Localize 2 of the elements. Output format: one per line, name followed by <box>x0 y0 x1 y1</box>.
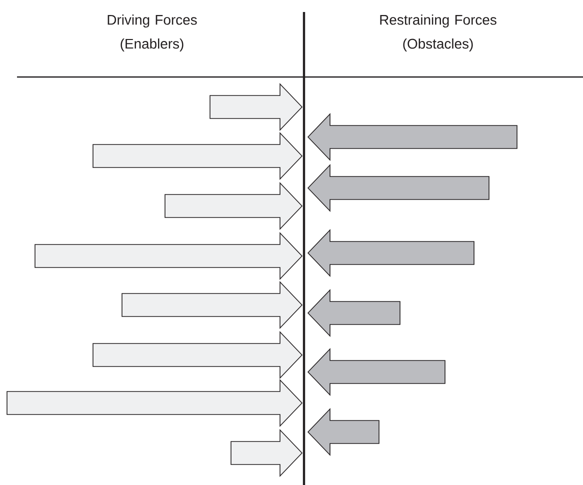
column-heading: Restraining Forces (Obstacles) <box>380 14 496 52</box>
column-heading: Driving Forces (Enablers) <box>108 14 197 52</box>
